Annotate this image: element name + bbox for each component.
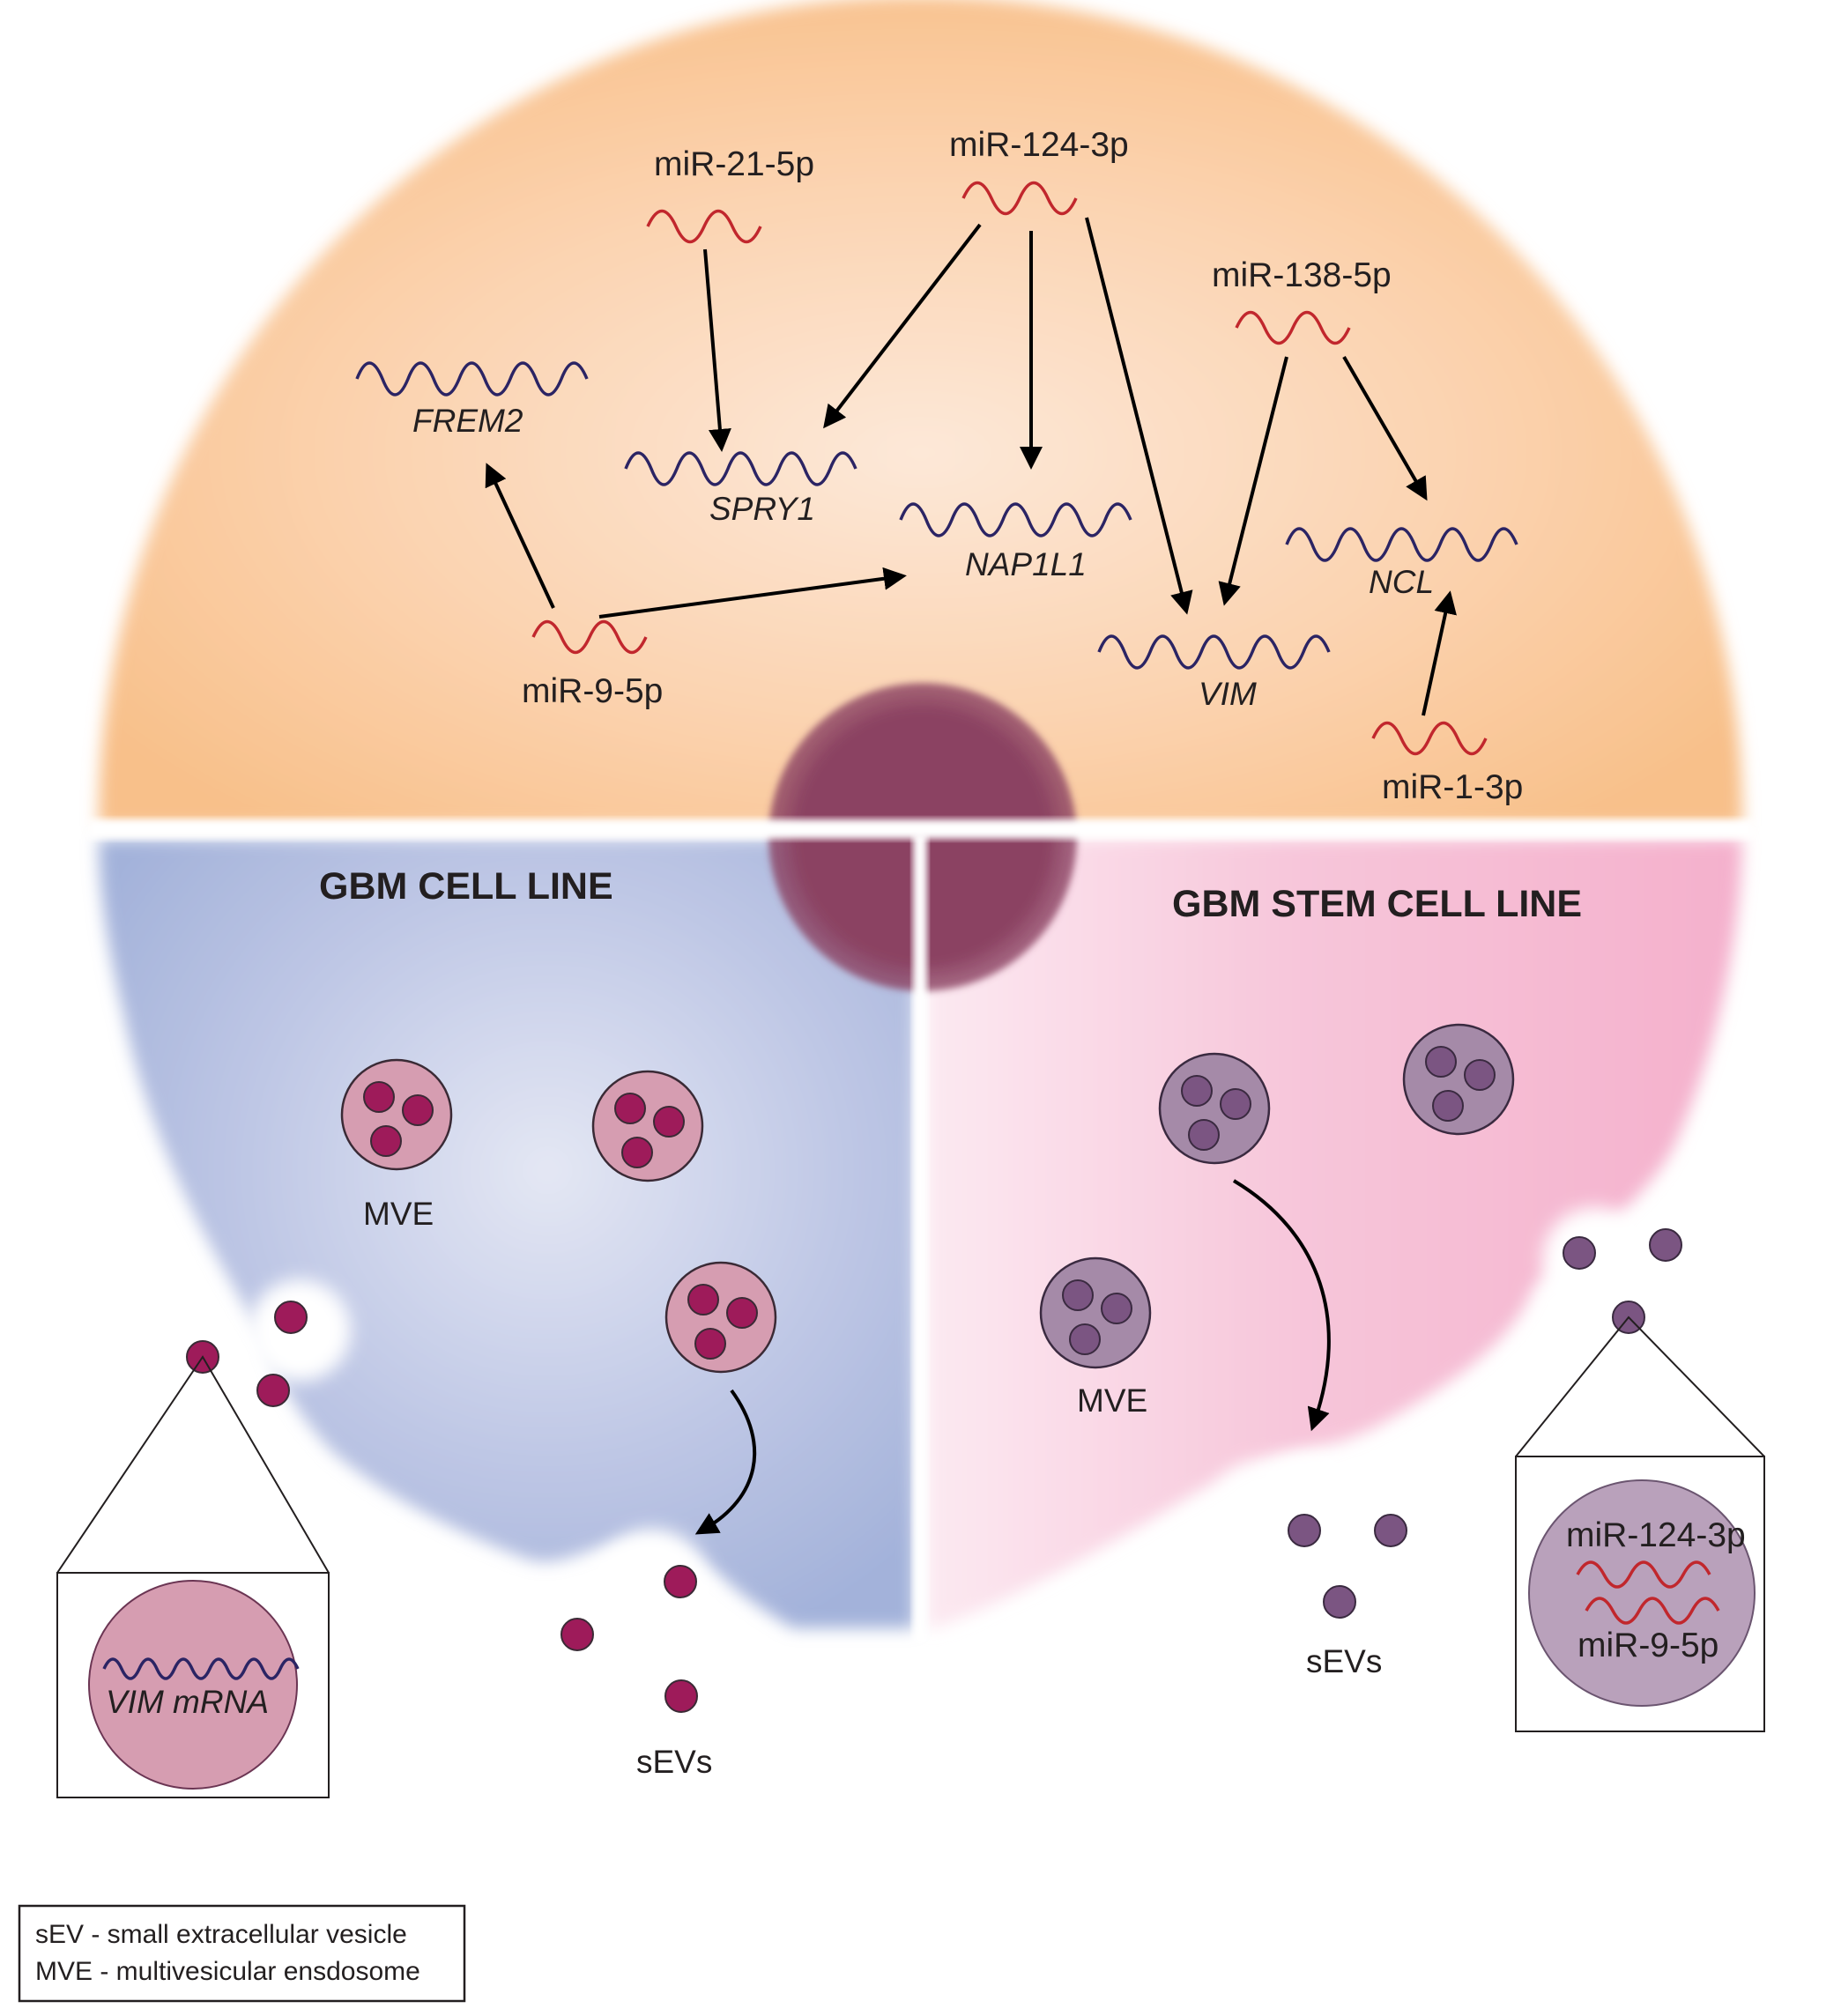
- cell-top-half: [99, 0, 1742, 826]
- stem-mve-2: [1402, 1023, 1515, 1136]
- gbm-cargo-label: VIM mRNA: [106, 1684, 269, 1720]
- label-ncl: NCL: [1369, 564, 1434, 600]
- stem-title: GBM STEM CELL LINE: [1172, 883, 1582, 925]
- arrow-mir1-ncl: [1422, 590, 1457, 716]
- label-mir124: miR-124-3p: [949, 126, 1129, 164]
- arrow-mir9-frem2: [485, 463, 555, 609]
- legend-line-2: MVE - multivesicular ensdosome: [35, 1957, 420, 1986]
- arrow-mir9-nap1l1: [598, 567, 907, 619]
- arrow-mir124-spry1: [823, 223, 982, 429]
- label-mir1: miR-1-3p: [1382, 768, 1523, 806]
- mirna-wave-mir138: [1235, 310, 1351, 345]
- stem-cargo-vesicle: [1528, 1479, 1756, 1707]
- stem-cargo-mirna-wave-2: [1585, 1597, 1720, 1625]
- stem-mve-1: [1158, 1052, 1271, 1165]
- stem-cargo-mirna-wave-1: [1576, 1560, 1711, 1589]
- label-vim: VIM: [1199, 676, 1257, 712]
- stem-mve-label: MVE: [1077, 1382, 1147, 1419]
- label-nap1l1: NAP1L1: [965, 546, 1087, 582]
- stem-secretion-arrow: [1232, 1179, 1331, 1432]
- stem-mve-3: [1039, 1256, 1152, 1369]
- stem-cargo-label-2: miR-9-5p: [1577, 1627, 1719, 1664]
- label-mir9: miR-9-5p: [522, 672, 663, 710]
- label-frem2: FREM2: [412, 403, 523, 439]
- arrow-mir21-spry1: [703, 248, 731, 452]
- arrow-mir138-vim: [1218, 356, 1288, 606]
- mrna-wave-spry1: [624, 451, 857, 486]
- gbm-zoom-lines: [56, 1355, 330, 1574]
- label-mir21: miR-21-5p: [654, 145, 814, 183]
- gbm-mve-label: MVE: [363, 1196, 434, 1232]
- gbm-title: GBM CELL LINE: [319, 865, 613, 908]
- mirna-wave-mir9: [531, 619, 648, 655]
- gbm-secretion-arrow: [694, 1389, 757, 1535]
- mirna-wave-mir21: [646, 209, 762, 244]
- gbm-mve-1: [340, 1058, 453, 1171]
- gbm-mve-3: [664, 1261, 777, 1374]
- legend-line-1: sEV - small extracellular vesicle: [35, 1920, 407, 1949]
- legend-box: [18, 1904, 466, 2003]
- mrna-wave-nap1l1: [899, 502, 1132, 537]
- stem-cargo-label-1: miR-124-3p: [1566, 1516, 1746, 1554]
- stem-zoom-lines: [1515, 1316, 1765, 1457]
- stem-released-vesicles: [1288, 1228, 1682, 1619]
- label-spry1: SPRY1: [709, 491, 815, 527]
- arrow-mir124-vim: [1085, 217, 1193, 615]
- mrna-wave-vim: [1097, 634, 1331, 670]
- mrna-wave-frem2: [355, 361, 589, 397]
- gbm-sev-label: sEVs: [636, 1744, 712, 1780]
- mirna-wave-mir124: [961, 181, 1078, 216]
- mrna-wave-ncl: [1285, 527, 1518, 562]
- gbm-mve-2: [591, 1070, 704, 1182]
- gbm-cargo-mrna-wave: [102, 1657, 300, 1680]
- gbm-cargo-vesicle: [88, 1580, 298, 1790]
- horizontal-separator: [88, 819, 1754, 839]
- stem-sev-label: sEVs: [1306, 1643, 1382, 1679]
- arrow-mir138-ncl: [1342, 355, 1428, 501]
- label-mir138: miR-138-5p: [1212, 256, 1392, 294]
- vertical-separator: [913, 833, 927, 1643]
- gbm-stem-cell-line-region: [927, 839, 1742, 1628]
- gbm-cell-line-region: [99, 839, 915, 1628]
- mirna-wave-mir1: [1371, 721, 1488, 756]
